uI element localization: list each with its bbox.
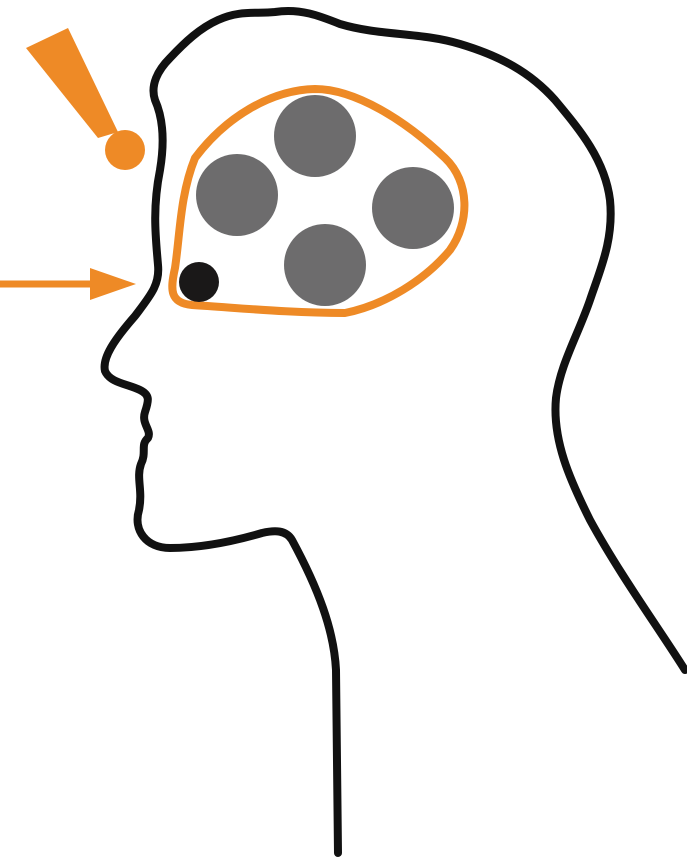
node-right <box>372 167 454 249</box>
node-left <box>196 154 278 236</box>
node-bottom <box>284 224 366 306</box>
new-node <box>179 262 219 302</box>
arrow-right-icon <box>0 268 136 300</box>
head-silhouette <box>105 11 685 853</box>
exclamation-icon <box>26 28 145 170</box>
node-top <box>274 95 356 177</box>
